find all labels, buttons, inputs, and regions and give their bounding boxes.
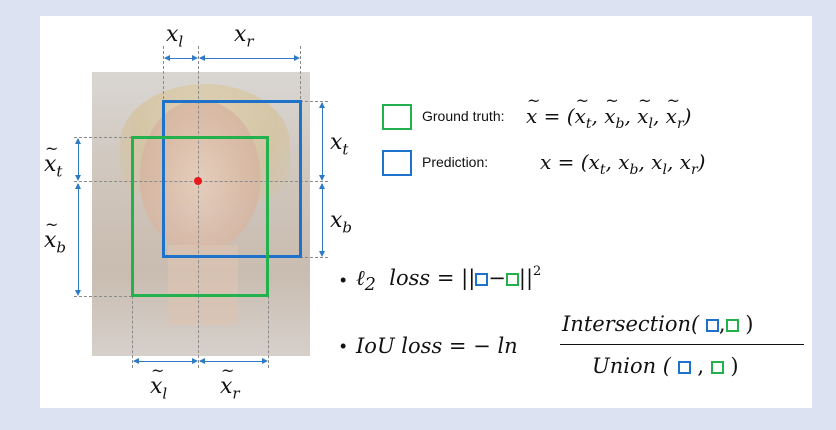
legend-ground-truth-swatch [382,104,412,130]
label-tx-t: xt [44,141,62,179]
dim-tx-r-arrow-right [262,358,268,364]
dim-x-l-arrow-left [164,55,170,61]
iou-num-blue-box-icon [705,319,719,332]
label-x-b: xb [330,208,353,237]
dim-tx-l [134,361,196,362]
guide-horizontal-green-bottom [74,296,132,297]
guide-vertical-blue-right [300,46,301,104]
iou-num-green-box-icon [725,319,739,332]
iou-den-green-box-icon [710,361,724,374]
dim-x-l-arrow-right [192,55,198,61]
ground-truth-box [131,136,269,297]
iou-den-blue-box-icon [677,361,691,374]
label-x-l: xl [166,22,184,51]
label-tx-l: xl [150,363,167,401]
dim-x-r [200,58,298,59]
bullet-iou: • [340,336,347,356]
legend-ground-truth-label: Ground truth: [422,108,505,124]
iou-numerator: Intersection( , ) [562,312,754,336]
iou-denominator: Union ( , ) [592,354,739,378]
guide-vertical-green-left [132,296,133,368]
l2-loss-formula: ℓ2 loss = ||−||2 [356,264,542,296]
iou-loss-left: IoU loss = − ln [356,334,518,358]
guide-horizontal-green-top [74,137,132,138]
center-point [194,177,202,185]
l2-blue-box-icon [475,273,489,286]
l2-green-box-icon [505,273,519,286]
face-photo-face [140,100,260,250]
dim-x-r-arrow-left [199,55,205,61]
dim-x-r-arrow-right [294,55,300,61]
guide-vertical-center [198,46,199,368]
dim-tx-t-arrow-up [75,138,81,144]
dim-x-b [322,184,323,255]
dim-tx-b-arrow-up [75,183,81,189]
guide-vertical-green-right [268,296,269,368]
label-x-r: xr [234,22,254,51]
guide-horizontal-blue-bottom [300,257,328,258]
dim-tx-l-arrow-right [192,358,198,364]
dim-tx-t-arrow-down [75,175,81,181]
dim-x-t [322,103,323,179]
dim-tx-b-arrow-down [75,290,81,296]
dim-x-l [165,58,196,59]
legend-prediction-swatch [382,150,412,176]
label-tx-b: xb [44,217,66,255]
legend-prediction-formula: x = (xt, xb, xl, xr) [540,150,706,178]
label-x-t: xt [330,130,349,159]
dim-x-t-arrow-up [319,102,325,108]
dim-x-b-arrow-down [319,251,325,257]
prediction-box [162,100,302,258]
dim-x-b-arrow-up [319,183,325,189]
dim-x-t-arrow-down [319,175,325,181]
dim-tx-t [78,139,79,179]
legend-prediction-label: Prediction: [422,154,489,170]
iou-fraction-line [560,344,804,345]
guide-vertical-blue-left [163,46,164,104]
dim-tx-r-arrow-left [199,358,205,364]
legend-ground-truth-formula: x = (xt, xb, xl, xr) [526,91,691,132]
face-photo-neck [168,245,238,325]
bullet-l2: • [340,270,347,290]
label-tx-r: xr [220,363,240,401]
dim-tx-b [78,184,79,294]
guide-horizontal-blue-top [300,101,328,102]
dim-tx-l-arrow-left [133,358,139,364]
